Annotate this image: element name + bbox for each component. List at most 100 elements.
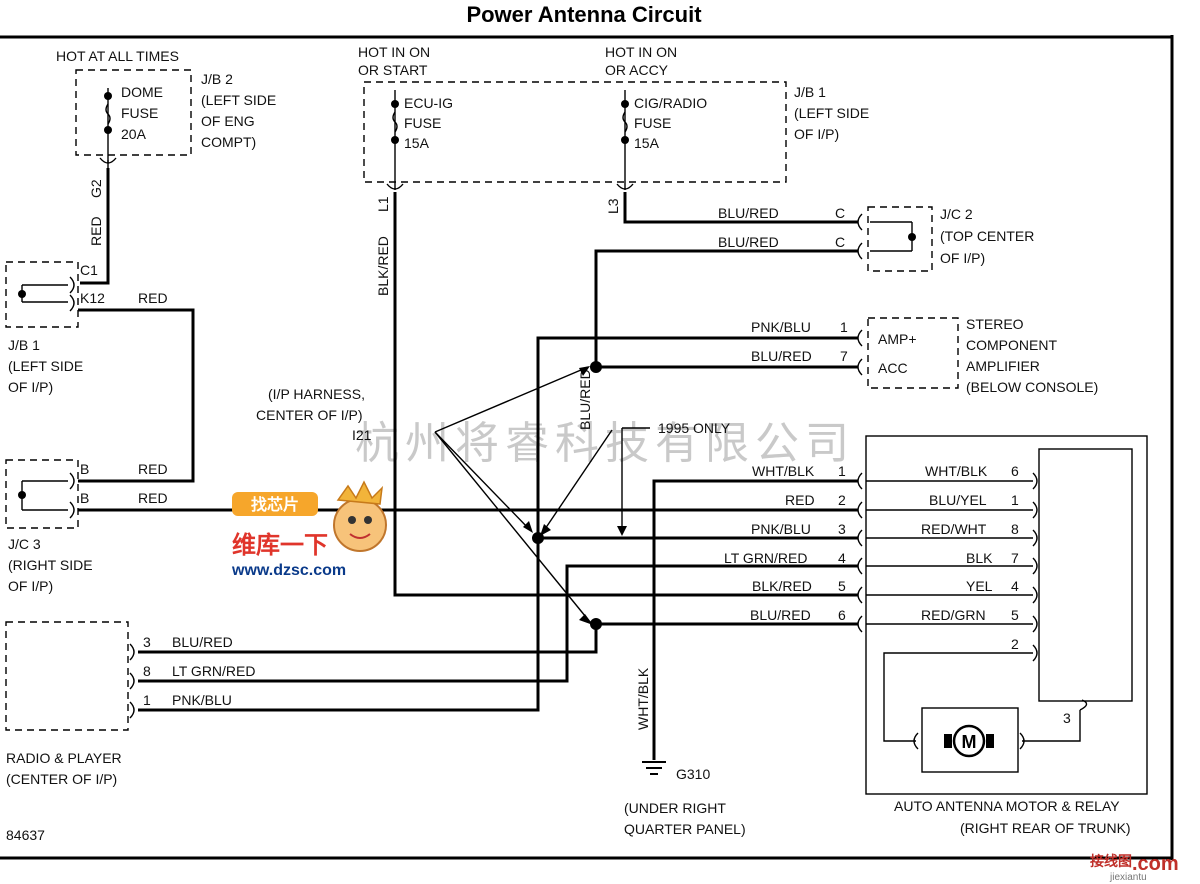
fuse-cig-amps: 15A	[634, 135, 660, 151]
stereo-wire-7: BLU/RED	[751, 348, 812, 364]
harness-label-1: (I/P HARNESS,	[268, 386, 365, 402]
ant-wire-3: PNK/BLU	[751, 521, 811, 537]
jb2-wire-label: RED	[88, 216, 104, 246]
fuse-ecu-name: ECU-IG	[404, 95, 453, 111]
jc3-block: B B RED RED J/C 3 (RIGHT SIDE OF I/P)	[5, 459, 168, 594]
jb2-pin-label: G2	[88, 179, 104, 198]
jc3-pin-1: B	[80, 461, 89, 477]
relay-pin-4: 4	[1011, 578, 1019, 594]
relay-wire-7: BLK	[966, 550, 993, 566]
wire-blured-l3-jc2	[623, 192, 858, 224]
jb1-left-block: C1 K12 RED J/B 1 (LEFT SIDE OF I/P)	[5, 261, 168, 395]
svg-text:找芯片: 找芯片	[251, 495, 299, 514]
radio-wire-8: LT GRN/RED	[172, 663, 256, 679]
jc2-loc-3: OF I/P)	[940, 250, 985, 266]
jb1-wire-blkred: BLK/RED	[375, 236, 391, 296]
stereo-loc-2: COMPONENT	[966, 337, 1057, 353]
jc3-wire-1: RED	[138, 461, 168, 477]
harness-label-2: CENTER OF I/P)	[256, 407, 363, 423]
wire-blured-jc2-splice	[594, 249, 858, 366]
jb2-block: HOT AT ALL TIMES DOME FUSE 20A J/B 2 (LE…	[56, 48, 276, 246]
jb2-loc-2: (LEFT SIDE	[201, 92, 276, 108]
stereo-amp-plus: AMP+	[878, 331, 917, 347]
jb2-fuse-amps: 20A	[121, 126, 147, 142]
jc3-loc-3: OF I/P)	[8, 578, 53, 594]
wire-pnkblu-radio	[138, 538, 540, 712]
ant-wire-2: RED	[785, 492, 815, 508]
jb2-fuse-word: FUSE	[121, 105, 158, 121]
jb1-hot2-line2: OR ACCY	[605, 62, 669, 78]
ground-g310: WHT/BLK G310 (UNDER RIGHT QUARTER PANEL)	[624, 667, 746, 837]
radio-pin-3: 3	[143, 634, 151, 650]
corner-logo-sub: jiexiantu	[1109, 872, 1147, 883]
jb1-pin-l1: L1	[375, 196, 391, 212]
fuse-cig-word: FUSE	[634, 115, 671, 131]
splice-stereo	[590, 361, 602, 373]
ant-pin-1: 1	[838, 463, 846, 479]
motor-symbol: M	[962, 732, 977, 752]
harness-annotation: (I/P HARNESS, CENTER OF I/P) I21 1995 ON…	[256, 366, 731, 625]
fuse-ecu-amps: 15A	[404, 135, 430, 151]
harness-wire-label: BLU/RED	[577, 369, 593, 430]
jc3-wire-2: RED	[138, 490, 168, 506]
relay-wire-5: RED/GRN	[921, 607, 986, 623]
jb1-wire-label: RED	[138, 290, 168, 306]
stereo-wire-1: PNK/BLU	[751, 319, 811, 335]
stereo-loc-1: STEREO	[966, 316, 1024, 332]
jb1-pin-k12: K12	[80, 290, 105, 306]
relay-pin-5: 5	[1011, 607, 1019, 623]
watermark-badge: 找芯片 维库一下 www.dzsc.com	[231, 480, 387, 579]
jc3-loc-2: (RIGHT SIDE	[8, 557, 93, 573]
stereo-pin-1: 1	[840, 319, 848, 335]
stereo-amp-block: 1 7 PNK/BLU BLU/RED AMP+ ACC STEREO COMP…	[751, 316, 1098, 395]
ant-wire-1: WHT/BLK	[752, 463, 815, 479]
wire-blured-radio	[138, 624, 598, 654]
jb1-hot2-line1: HOT IN ON	[605, 44, 677, 60]
jb1-left-loc-1: J/B 1	[8, 337, 40, 353]
fuse-ecu-word: FUSE	[404, 115, 441, 131]
corner-logo-domain: .com	[1132, 853, 1179, 875]
antenna-connector-hooks	[857, 472, 863, 633]
jc2-pin-1: C	[835, 205, 845, 221]
ant-pin-5: 5	[838, 578, 846, 594]
jb2-loc-1: J/B 2	[201, 71, 233, 87]
ground-loc-1: (UNDER RIGHT	[624, 800, 726, 816]
jb1-pin-c1: C1	[80, 262, 98, 278]
harness-1995-only: 1995 ONLY	[658, 420, 731, 436]
jc2-loc-1: J/C 2	[940, 206, 973, 222]
ant-pin-3: 3	[838, 521, 846, 537]
antenna-loc-1: AUTO ANTENNA MOTOR & RELAY	[894, 798, 1120, 814]
jb2-loc-3: OF ENG	[201, 113, 255, 129]
wire-ltgrnred	[138, 564, 858, 683]
relay-wire-1: BLU/YEL	[929, 492, 987, 508]
jc2-wire-1: BLU/RED	[718, 205, 779, 221]
ant-wire-4: LT GRN/RED	[724, 550, 808, 566]
radio-pin-1: 1	[143, 692, 151, 708]
figure-id: 84637	[6, 827, 45, 843]
relay-wire-8: RED/WHT	[921, 521, 987, 537]
ant-pin-6: 6	[838, 607, 846, 623]
ground-id: G310	[676, 766, 710, 782]
jb1-hot1-line1: HOT IN ON	[358, 44, 430, 60]
antenna-loc-2: (RIGHT REAR OF TRUNK)	[960, 820, 1131, 836]
jc2-block: C C BLU/RED BLU/RED J/C 2 (TOP CENTER OF…	[718, 205, 1034, 272]
jb1-top-loc-1: J/B 1	[794, 84, 826, 100]
ant-pin-2: 2	[838, 492, 846, 508]
wire-whtblk-ground	[652, 479, 858, 760]
radio-pin-8: 8	[143, 663, 151, 679]
jb2-hot-label: HOT AT ALL TIMES	[56, 48, 179, 64]
jb1-left-loc-2: (LEFT SIDE	[8, 358, 83, 374]
relay-pin-7: 7	[1011, 550, 1019, 566]
relay-pin-3: 3	[1063, 710, 1071, 726]
watermark-text: 杭州将睿科技有限公司	[355, 418, 855, 469]
jb1-top-loc-2: (LEFT SIDE	[794, 105, 869, 121]
radio-wire-1: PNK/BLU	[172, 692, 232, 708]
radio-loc-1: RADIO & PLAYER	[6, 750, 122, 766]
ant-wire-6: BLU/RED	[750, 607, 811, 623]
fuse-cig-name: CIG/RADIO	[634, 95, 707, 111]
jb1-hot1-line2: OR START	[358, 62, 428, 78]
relay-wire-4: YEL	[966, 578, 993, 594]
badge-url: www.dzsc.com	[231, 562, 346, 579]
ground-loc-2: QUARTER PANEL)	[624, 821, 746, 837]
